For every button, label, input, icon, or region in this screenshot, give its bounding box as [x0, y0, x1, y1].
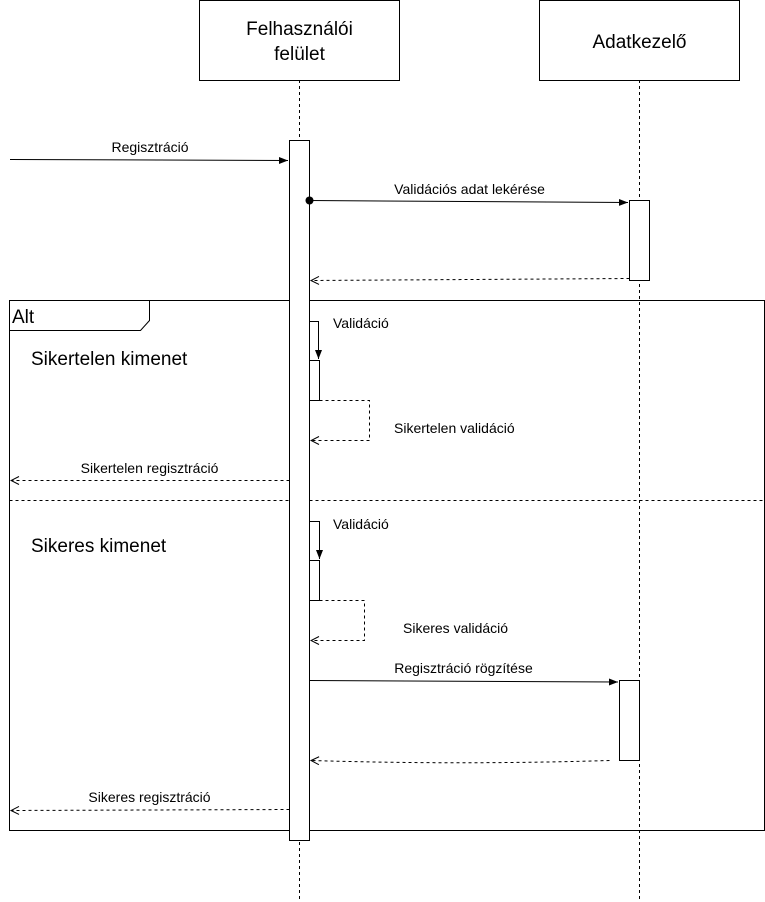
self-message-validation-1-label: Validáció: [333, 315, 389, 331]
alt-fragment: [9, 300, 765, 831]
alt-fragment-tab: [9, 300, 150, 331]
message-registration-arrow: [9, 156, 289, 164]
message-fetch-validation-label: Validációs adat lekérése: [394, 181, 545, 197]
self-message-validation-2-label: Validáció: [333, 516, 389, 532]
alt-operator-label: Alt: [12, 307, 35, 328]
activation-ui-main: [289, 140, 310, 841]
return-successful-registration-arrow: [11, 810, 290, 811]
participant-ui-line1: Felhasználói: [246, 19, 353, 40]
self-message-validation-2-arrow: [309, 521, 323, 559]
guard-failed-outcome: Sikertelen kimenet: [31, 349, 188, 370]
activation-ui-validation-2: [309, 560, 320, 601]
message-fetch-validation-arrow: [309, 198, 629, 206]
participant-dh-label: Adatkezelő: [592, 32, 686, 53]
return-failed-registration-label: Sikertelen regisztráció: [81, 460, 219, 476]
return-record-arrow: [311, 761, 610, 763]
return-fetch-arrow: [311, 279, 630, 281]
message-registration-label: Regisztráció: [111, 139, 188, 155]
return-failed-validation-label: Sikertelen validáció: [394, 420, 515, 436]
return-failed-validation-arrow: [311, 400, 370, 441]
activation-dh-record: [619, 680, 640, 761]
return-successful-validation-label: Sikeres validáció: [403, 620, 508, 636]
guard-successful-outcome: Sikeres kimenet: [31, 536, 167, 557]
activation-ui-validation-1: [309, 360, 320, 401]
activation-dh-fetch: [629, 200, 650, 281]
self-message-validation-1-arrow: [309, 321, 322, 359]
message-record-registration-arrow: [309, 678, 619, 686]
return-successful-registration-label: Sikeres regisztráció: [88, 789, 210, 805]
participant-ui: Felhasználói felület: [199, 0, 400, 81]
message-record-registration-label: Regisztráció rögzítése: [394, 660, 533, 676]
participant-dh: Adatkezelő: [539, 0, 740, 81]
return-successful-validation-arrow: [311, 600, 365, 641]
participant-ui-line2: felület: [274, 44, 325, 65]
